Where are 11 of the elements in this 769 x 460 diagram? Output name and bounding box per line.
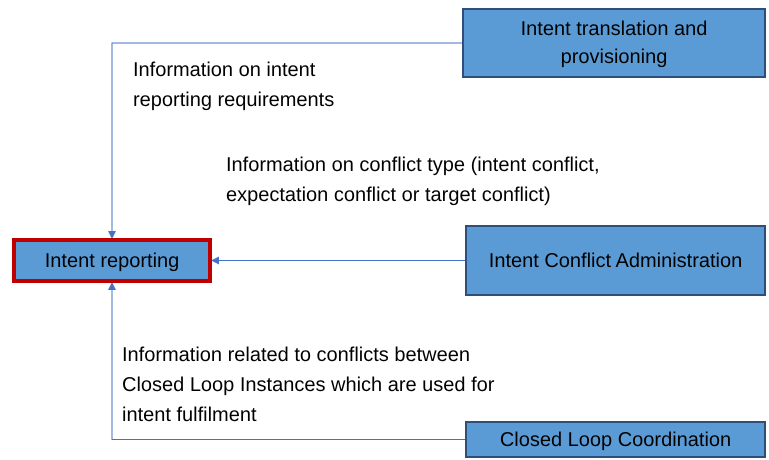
connector-arrow xyxy=(108,282,466,440)
box-text: Intent translation and provisioning xyxy=(520,17,708,70)
box-text: Intent Conflict Administration xyxy=(488,248,742,274)
process-box xyxy=(465,225,766,296)
process-box xyxy=(12,238,212,283)
connector-arrow xyxy=(108,42,462,239)
process-box xyxy=(462,8,766,78)
box-text: Closed Loop Coordination xyxy=(500,428,732,452)
connector-arrow xyxy=(211,256,466,264)
box-text: Intent reporting xyxy=(44,248,180,274)
process-box xyxy=(465,421,766,458)
